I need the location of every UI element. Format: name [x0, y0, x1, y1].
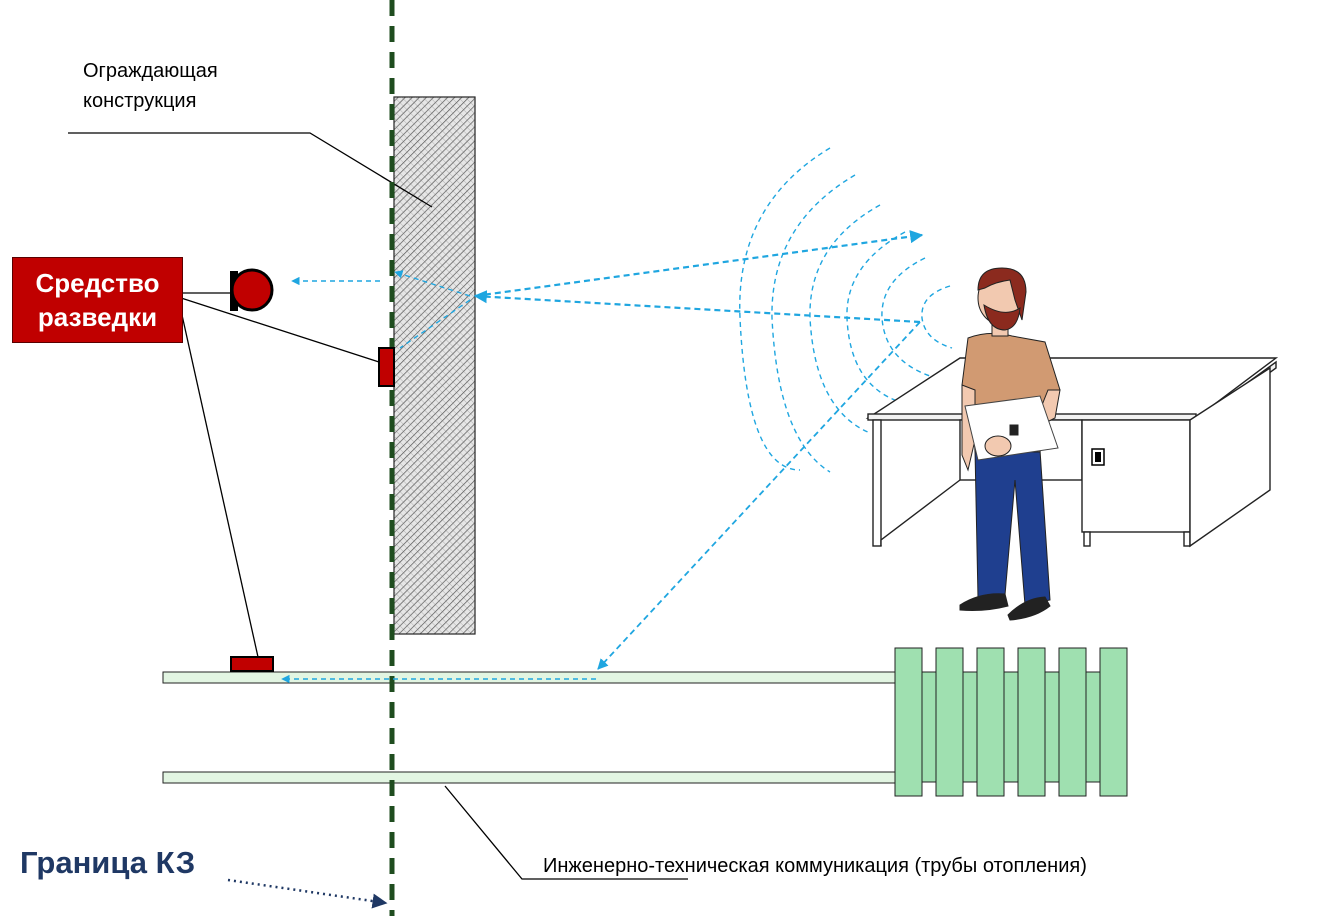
sound-waves: [739, 147, 953, 473]
microphone-icon: [230, 268, 274, 312]
wall-label: Ограждающая конструкция: [83, 60, 218, 112]
pipe-label: Инженерно-техническая коммуникация (труб…: [543, 855, 1087, 877]
radiator-icon: [894, 647, 1128, 797]
leak-arrows: [281, 270, 596, 684]
pipe-sensor-icon: [230, 656, 274, 672]
pipe-upper: [162, 671, 904, 684]
signal-arrows: [473, 230, 924, 670]
contact-sensor-icon: [378, 347, 395, 387]
pipe-lower: [162, 771, 904, 784]
device-wires: [177, 292, 380, 658]
border-label: Граница КЗ: [20, 845, 196, 880]
pipe-leader-line: [444, 785, 688, 880]
desk-icon: [865, 357, 1279, 548]
enclosing-wall: [393, 96, 476, 635]
heating-pipes: [162, 671, 904, 784]
border-pointer-arrow: [227, 878, 388, 909]
person-icon: [959, 267, 1061, 621]
intelligence-device: Средство разведки: [12, 257, 183, 343]
wall-leader-line: [68, 132, 433, 208]
